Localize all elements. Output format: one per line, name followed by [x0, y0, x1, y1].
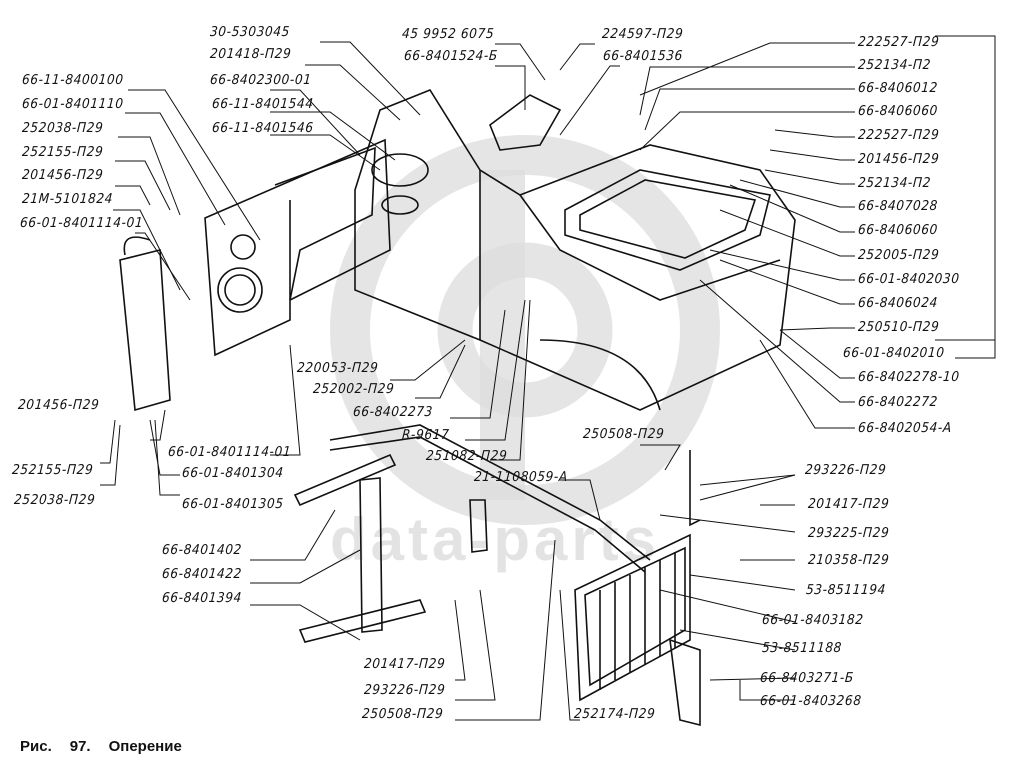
part-label: 66-01-8401114-01 — [19, 215, 144, 231]
part-label: 201417-П29 — [363, 656, 446, 672]
part-label: 66-01-8401305 — [181, 496, 285, 512]
part-label: 250508-П29 — [582, 426, 665, 442]
top-bracket — [489, 94, 562, 151]
part-label: 201456-П29 — [17, 397, 100, 413]
part-label: 66-8401536 — [602, 48, 684, 64]
part-label: 252002-П29 — [312, 381, 395, 397]
part-label: 66-11-8401544 — [211, 96, 315, 112]
left-mudflap — [119, 236, 171, 412]
part-label: 66-8403271-Б — [759, 670, 855, 686]
part-label: 66-01-8403182 — [761, 612, 865, 628]
part-label: 252155-П29 — [21, 144, 104, 160]
leader-lines — [100, 35, 996, 721]
caption-prefix: Рис. — [20, 738, 52, 755]
part-label: 252005-П29 — [857, 247, 940, 263]
part-label: 66-8402054-А — [857, 420, 953, 436]
part-label: 66-8402300-01 — [209, 72, 313, 88]
part-label: 66-8402273 — [352, 404, 434, 420]
part-label: 201418-П29 — [209, 46, 292, 62]
part-label: 222527-П29 — [857, 34, 940, 50]
part-label: 251082-П29 — [425, 448, 508, 464]
part-label: 66-01-8402030 — [857, 271, 961, 287]
hood-body — [354, 89, 796, 411]
part-label: 66-8406024 — [857, 295, 939, 311]
part-label: 201456-П29 — [857, 151, 940, 167]
part-label: 45 9952 6075 — [401, 26, 495, 42]
part-label: 53-8511188 — [761, 640, 843, 656]
caption-number: 97. — [69, 738, 91, 755]
part-label: 252038-П29 — [21, 120, 104, 136]
part-label: 66-11-8400100 — [21, 72, 125, 88]
fender-frame — [293, 424, 651, 643]
part-label: 222527-П29 — [857, 127, 940, 143]
part-label: 66-8401402 — [161, 542, 243, 558]
part-label: 66-01-8401114-01 — [167, 444, 292, 460]
part-label: 21М-5101824 — [21, 191, 114, 207]
part-label: 250508-П29 — [361, 706, 444, 722]
watermark-text: data-parts — [330, 506, 661, 573]
part-label: 66-8401524-Б — [403, 48, 499, 64]
caption-title: Оперение — [108, 738, 182, 755]
part-label: 66-8406012 — [857, 80, 939, 96]
part-label: 66-8401394 — [161, 590, 243, 606]
part-label: R-9617 — [401, 427, 450, 443]
part-label: 66-01-8401304 — [181, 465, 285, 481]
part-label: 252155-П29 — [11, 462, 94, 478]
figure-caption: Рис. 97. Оперение — [20, 738, 200, 755]
part-label: 66-01-8401110 — [21, 96, 125, 112]
part-label: 66-01-8402010 — [842, 345, 946, 361]
part-label: 252134-П2 — [857, 175, 932, 191]
part-label: 293226-П29 — [804, 462, 887, 478]
part-label: 66-11-8401546 — [211, 120, 315, 136]
part-label: 66-8402272 — [857, 394, 939, 410]
part-label: 201456-П29 — [21, 167, 104, 183]
part-label: 210358-П29 — [807, 552, 890, 568]
side-panel — [204, 138, 391, 357]
part-label: 66-8407028 — [857, 198, 939, 214]
part-label: 293225-П29 — [807, 525, 890, 541]
part-label: 250510-П29 — [857, 319, 940, 335]
part-label: 224597-П29 — [601, 26, 684, 42]
part-label: 66-8406060 — [857, 222, 939, 238]
part-label: 252038-П29 — [13, 492, 96, 508]
part-label: 30-5303045 — [209, 24, 291, 40]
part-label: 220053-П29 — [296, 360, 379, 376]
part-label: 66-8401422 — [161, 566, 243, 582]
part-label: 252134-П2 — [857, 57, 932, 73]
hatch — [564, 169, 771, 271]
part-label: 66-8406060 — [857, 103, 939, 119]
part-label: 21-1108059-А — [473, 469, 569, 485]
part-label: 201417-П29 — [807, 496, 890, 512]
part-label: 293226-П29 — [363, 682, 446, 698]
right-mudflap — [574, 450, 701, 727]
part-label: 53-8511194 — [805, 582, 887, 598]
part-label: 66-8402278-10 — [857, 369, 961, 385]
part-label: 66-01-8403268 — [759, 693, 863, 709]
part-label: 252174-П29 — [573, 706, 656, 722]
